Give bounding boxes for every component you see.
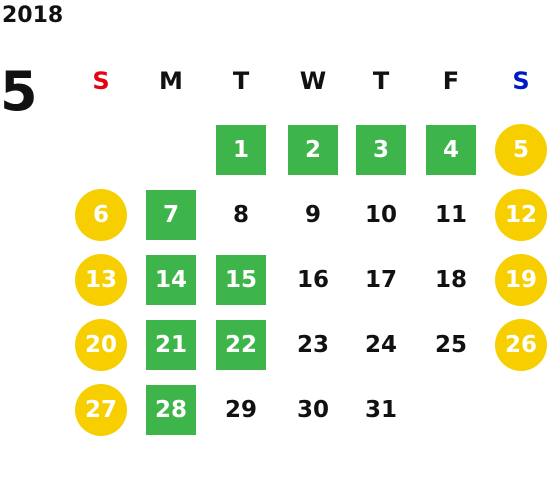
calendar-day-25[interactable]: 25	[434, 332, 467, 358]
calendar-day-11[interactable]: 11	[434, 202, 467, 228]
calendar-day-8[interactable]: 8	[232, 202, 249, 228]
calendar-day-21[interactable]: 21	[146, 320, 196, 370]
calendar-day-16[interactable]: 16	[296, 267, 329, 293]
weekday-header-wednesday: W	[299, 67, 327, 95]
calendar-day-19[interactable]: 19	[495, 254, 547, 306]
calendar-day-29[interactable]: 29	[224, 397, 257, 423]
weekday-header-friday: F	[442, 67, 460, 95]
calendar-day-17[interactable]: 17	[364, 267, 397, 293]
weekday-header-thursday: T	[372, 67, 390, 95]
weekday-header-saturday: S	[512, 67, 530, 95]
weekday-header-monday: M	[159, 67, 183, 95]
calendar-day-15[interactable]: 15	[216, 255, 266, 305]
weekday-header-tuesday: T	[232, 67, 250, 95]
calendar-day-24[interactable]: 24	[364, 332, 397, 358]
calendar-day-5[interactable]: 5	[495, 124, 547, 176]
calendar-day-23[interactable]: 23	[296, 332, 329, 358]
calendar-day-28[interactable]: 28	[146, 385, 196, 435]
calendar-day-13[interactable]: 13	[75, 254, 127, 306]
calendar-day-1[interactable]: 1	[216, 125, 266, 175]
calendar-day-2[interactable]: 2	[288, 125, 338, 175]
calendar-day-6[interactable]: 6	[75, 189, 127, 241]
weekday-header-sunday: S	[92, 67, 110, 95]
calendar-day-9[interactable]: 9	[304, 202, 321, 228]
calendar-day-27[interactable]: 27	[75, 384, 127, 436]
calendar-day-30[interactable]: 30	[296, 397, 329, 423]
calendar-day-7[interactable]: 7	[146, 190, 196, 240]
calendar-day-14[interactable]: 14	[146, 255, 196, 305]
calendar-day-20[interactable]: 20	[75, 319, 127, 371]
calendar-day-12[interactable]: 12	[495, 189, 547, 241]
calendar-year: 2018	[2, 3, 64, 28]
calendar-day-4[interactable]: 4	[426, 125, 476, 175]
calendar-day-22[interactable]: 22	[216, 320, 266, 370]
calendar-month: 5	[0, 60, 38, 123]
calendar-day-26[interactable]: 26	[495, 319, 547, 371]
calendar-day-10[interactable]: 10	[364, 202, 397, 228]
calendar-day-3[interactable]: 3	[356, 125, 406, 175]
calendar-day-18[interactable]: 18	[434, 267, 467, 293]
calendar-day-31[interactable]: 31	[364, 397, 397, 423]
